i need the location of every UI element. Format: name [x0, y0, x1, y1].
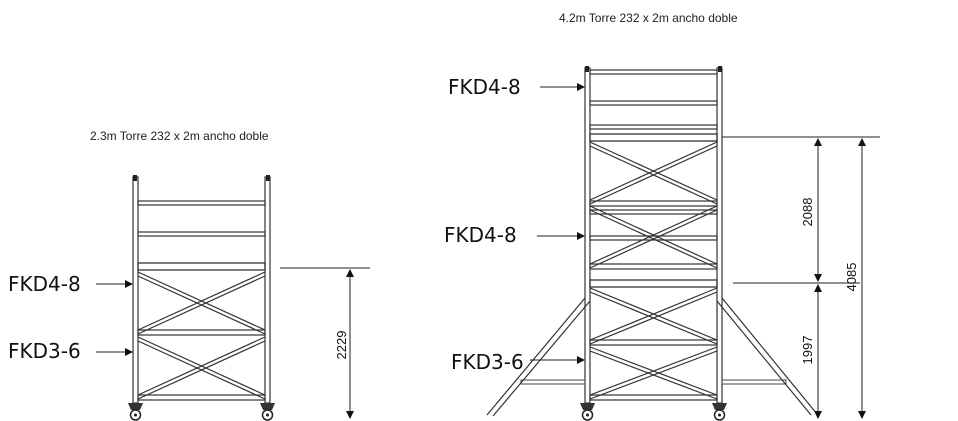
- right-dimension-4085: 4085: [844, 263, 859, 292]
- right-dimensions: 2088 1997 4085: [722, 136, 880, 419]
- right-dimension-1997: 1997: [800, 336, 815, 365]
- right-top-platform: [589, 133, 718, 142]
- left-label-fkd4-8: FKD4-8: [8, 272, 81, 296]
- right-upper-braces: [589, 141, 718, 270]
- right-lower-braces: [589, 287, 718, 401]
- left-casters: [128, 403, 275, 421]
- right-casters: [580, 403, 727, 421]
- left-label-fkd3-6: FKD3-6: [8, 339, 81, 363]
- left-tower: 2.3m Torre 232 x 2m ancho doble: [8, 129, 370, 421]
- right-label-fkd3-6: FKD3-6: [451, 350, 524, 374]
- right-label-fkd4-8-mid: FKD4-8: [444, 223, 517, 247]
- left-guardrails: [137, 200, 266, 237]
- left-platform: [137, 262, 266, 271]
- left-dimension: 2229: [280, 267, 370, 419]
- left-dimension-2229: 2229: [334, 331, 349, 360]
- right-tower: 4.2m Torre 232 x 2m ancho doble: [444, 11, 880, 421]
- left-braces: [137, 271, 266, 401]
- right-label-fkd4-8-top: FKD4-8: [448, 75, 521, 99]
- right-top-guardrails: [589, 69, 718, 130]
- right-dimension-2088: 2088: [800, 198, 815, 227]
- left-tower-title: 2.3m Torre 232 x 2m ancho doble: [90, 129, 269, 143]
- right-mid-platform: [589, 279, 718, 288]
- left-uprights: [132, 175, 271, 404]
- right-tower-title: 4.2m Torre 232 x 2m ancho doble: [559, 11, 738, 25]
- right-outriggers: [486, 297, 818, 417]
